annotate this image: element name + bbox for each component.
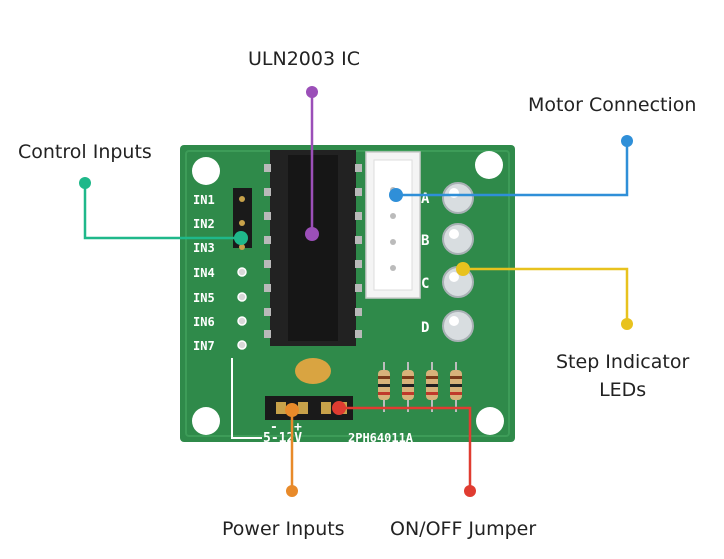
led-label: A — [421, 191, 430, 207]
power-callout-dot — [286, 485, 298, 497]
input-label: IN7 — [193, 339, 215, 353]
mounting-hole-top-right — [475, 151, 503, 179]
led-label: D — [421, 320, 429, 336]
part-number: 2PH64011A — [348, 431, 414, 445]
power-plus-label: + — [294, 420, 302, 435]
control-leader-line — [83, 183, 241, 240]
power-minus-label: - — [270, 420, 278, 435]
step-indicator-line2: LEDs — [599, 379, 647, 401]
control-callout-dot — [79, 177, 91, 189]
power-voltage-label: 5-12V — [263, 431, 302, 446]
control-inputs-label: Control Inputs — [18, 141, 152, 163]
uln-target-dot — [305, 227, 319, 241]
motor-connection-label: Motor Connection — [528, 94, 697, 116]
mounting-hole-bottom-right — [476, 407, 504, 435]
led-label: B — [421, 233, 429, 249]
motor-leader-line — [396, 141, 629, 197]
motor-callout-dot — [621, 135, 633, 147]
step-indicator-label: Step Indicator LEDs — [556, 348, 689, 404]
onoff-jumper-label: ON/OFF Jumper — [390, 518, 537, 540]
uln2003-chip — [264, 150, 362, 346]
input-label: IN6 — [193, 315, 215, 329]
control-target-dot — [234, 231, 248, 245]
resistor-array — [378, 362, 462, 412]
capacitor — [295, 358, 331, 384]
jumper-leader-line — [339, 406, 472, 491]
jumper-callout-dot — [464, 485, 476, 497]
power-inputs-label: Power Inputs — [222, 518, 345, 540]
step-callout-dot — [621, 318, 633, 330]
input-label: IN5 — [193, 291, 215, 305]
motor-target-dot — [389, 188, 403, 202]
jumper-target-dot — [332, 401, 346, 415]
led-label: C — [421, 276, 429, 292]
motor-connector — [365, 151, 421, 299]
step-leader-line — [463, 267, 629, 324]
input-label: IN3 — [193, 241, 215, 255]
uln-callout-dot — [306, 86, 318, 98]
input-label: IN2 — [193, 217, 215, 231]
step-indicator-line1: Step Indicator — [556, 351, 690, 373]
uln2003-ic-label: ULN2003 IC — [248, 48, 360, 70]
input-label: IN4 — [193, 266, 215, 280]
mounting-hole-bottom-left — [192, 407, 220, 435]
input-label: IN1 — [193, 193, 215, 207]
mounting-hole-top-left — [192, 157, 220, 185]
power-target-dot — [285, 403, 299, 417]
step-leds — [442, 182, 474, 342]
step-target-dot — [456, 262, 470, 276]
